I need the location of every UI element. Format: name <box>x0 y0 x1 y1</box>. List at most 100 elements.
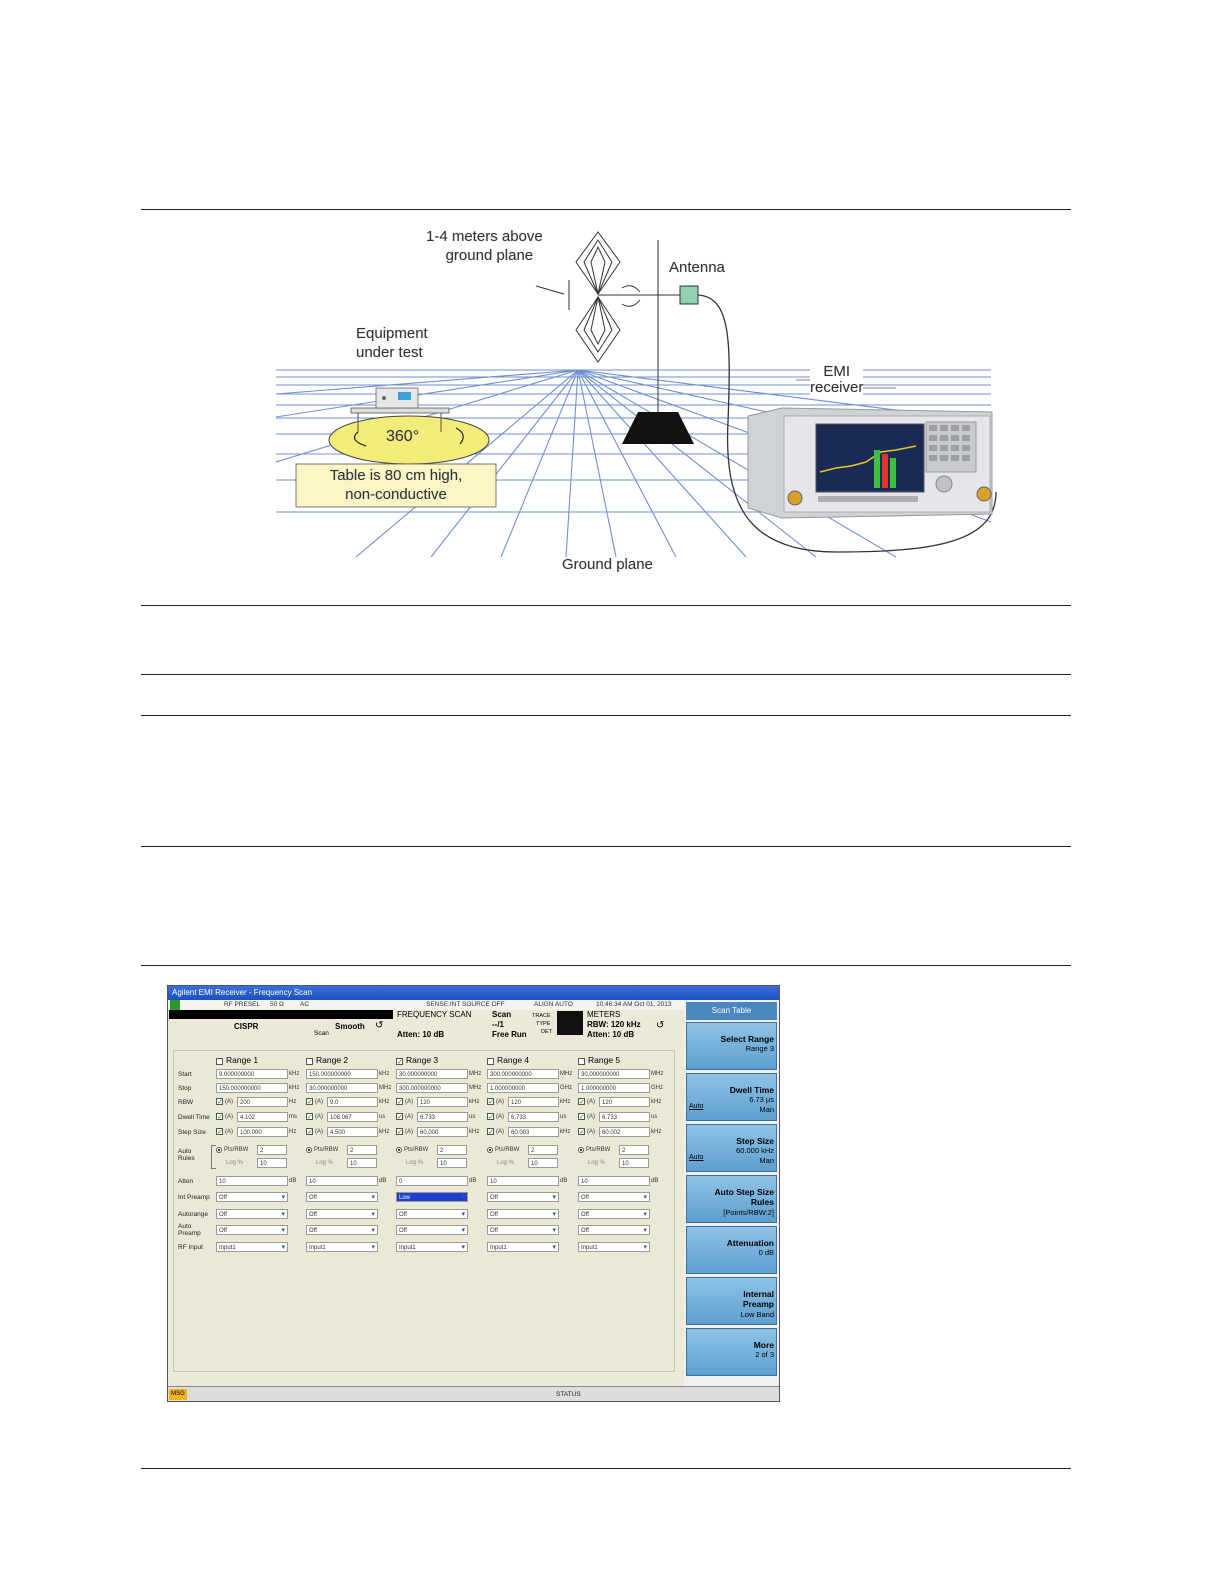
antenna-height-line2: ground plane <box>445 247 534 264</box>
range-3-dwell-unit: us <box>469 1114 476 1120</box>
range-3-step-auto-checkbox[interactable]: ✓ <box>396 1128 403 1136</box>
range-5-start[interactable]: 30.000000000 <box>578 1069 650 1079</box>
range-3-atten[interactable]: 0 <box>396 1176 468 1186</box>
range-4-start[interactable]: 300.000000000 <box>487 1069 559 1079</box>
range-3-stop[interactable]: 300.000000000 <box>396 1083 468 1093</box>
range-3-dwell[interactable]: 6.733 <box>417 1112 468 1122</box>
range-4-autorange[interactable]: Off <box>487 1209 559 1219</box>
range-2-step-auto-checkbox[interactable]: ✓ <box>306 1128 313 1136</box>
range-4-pts-radio[interactable] <box>487 1147 493 1153</box>
range-1-pts[interactable]: 2 <box>257 1145 287 1155</box>
range-2-int-preamp[interactable]: Off <box>306 1192 378 1202</box>
softkey-value-2: Man <box>759 1156 774 1165</box>
range-3-rf-input[interactable]: Input1 <box>396 1242 468 1252</box>
range-2-auto-preamp[interactable]: Off <box>306 1225 378 1235</box>
range-1-dwell[interactable]: 4.102 <box>237 1112 288 1122</box>
range-1-auto-preamp[interactable]: Off <box>216 1225 288 1235</box>
hdr-cycle-icon[interactable]: ↺ <box>375 1020 384 1031</box>
range-2-log[interactable]: 10 <box>347 1158 377 1168</box>
range-1-autorange[interactable]: Off <box>216 1209 288 1219</box>
range-5-log[interactable]: 10 <box>619 1158 649 1168</box>
range-2-autorange[interactable]: Off <box>306 1209 378 1219</box>
range-5-dwell-auto-checkbox[interactable]: ✓ <box>578 1113 585 1121</box>
range-4-checkbox[interactable] <box>487 1058 494 1065</box>
range-4-rf-input[interactable]: Input1 <box>487 1242 559 1252</box>
range-5-rbw[interactable]: 120 <box>599 1097 650 1107</box>
range-2-checkbox[interactable] <box>306 1058 313 1065</box>
range-5-rf-input[interactable]: Input1 <box>578 1242 650 1252</box>
range-1-pts-radio[interactable] <box>216 1147 222 1153</box>
range-2-dwell-auto-checkbox[interactable]: ✓ <box>306 1113 313 1121</box>
range-4-stop[interactable]: 1.000000000 <box>487 1083 559 1093</box>
range-1-step[interactable]: 100.000 <box>237 1127 288 1137</box>
range-2-start[interactable]: 150.000000000 <box>306 1069 378 1079</box>
range-4-rbw-auto-checkbox[interactable]: ✓ <box>487 1098 494 1106</box>
range-3-step[interactable]: 60.000 <box>417 1127 468 1137</box>
range-1-rf-input[interactable]: Input1 <box>216 1242 288 1252</box>
range-4-dwell-auto-checkbox[interactable]: ✓ <box>487 1113 494 1121</box>
range-1-start[interactable]: 9.000000000 <box>216 1069 288 1079</box>
range-5-dwell[interactable]: 6.733 <box>599 1112 650 1122</box>
range-5-pts-radio[interactable] <box>578 1147 584 1153</box>
range-3-int-preamp[interactable]: Low <box>396 1192 468 1202</box>
softkey-auto-option: Auto <box>689 1154 704 1161</box>
range-2-rbw[interactable]: 9.0 <box>327 1097 378 1107</box>
range-2-step[interactable]: 4.500 <box>327 1127 378 1137</box>
range-3-rbw[interactable]: 120 <box>417 1097 468 1107</box>
range-4-atten[interactable]: 10 <box>487 1176 559 1186</box>
range-4-pts[interactable]: 2 <box>528 1145 558 1155</box>
range-1-dwell-auto-checkbox[interactable]: ✓ <box>216 1113 223 1121</box>
range-1-step-auto-checkbox[interactable]: ✓ <box>216 1128 223 1136</box>
range-1-log[interactable]: 10 <box>257 1158 287 1168</box>
range-4-dwell[interactable]: 6.733 <box>508 1112 559 1122</box>
range-1-int-preamp[interactable]: Off <box>216 1192 288 1202</box>
range-3-pts[interactable]: 2 <box>437 1145 467 1155</box>
range-3-log[interactable]: 10 <box>437 1158 467 1168</box>
range-2-pts-radio[interactable] <box>306 1147 312 1153</box>
range-5-pts[interactable]: 2 <box>619 1145 649 1155</box>
range-5-stop[interactable]: 1.000000000 <box>578 1083 650 1093</box>
range-3-checkbox[interactable]: ✓ <box>396 1058 403 1066</box>
range-3-dwell-auto-checkbox[interactable]: ✓ <box>396 1113 403 1121</box>
range-1-checkbox[interactable] <box>216 1058 223 1065</box>
range-3-pts-radio[interactable] <box>396 1147 402 1153</box>
range-3-start[interactable]: 30.000000000 <box>396 1069 468 1079</box>
range-5-step[interactable]: 60.002 <box>599 1127 650 1137</box>
range-5-atten[interactable]: 10 <box>578 1176 650 1186</box>
range-2-pts[interactable]: 2 <box>347 1145 377 1155</box>
range-4-step-auto-checkbox[interactable]: ✓ <box>487 1128 494 1136</box>
range-2-atten[interactable]: 10 <box>306 1176 378 1186</box>
range-3-rbw-auto-checkbox[interactable]: ✓ <box>396 1098 403 1106</box>
range-5-int-preamp[interactable]: Off <box>578 1192 650 1202</box>
range-4-auto-preamp[interactable]: Off <box>487 1225 559 1235</box>
range-2-rf-input[interactable]: Input1 <box>306 1242 378 1252</box>
range-4-log[interactable]: 10 <box>528 1158 558 1168</box>
range-5-auto-preamp[interactable]: Off <box>578 1225 650 1235</box>
range-4-step[interactable]: 60.003 <box>508 1127 559 1137</box>
range-3-autorange[interactable]: Off <box>396 1209 468 1219</box>
range-5-log-label: Log % <box>588 1160 606 1166</box>
range-2-rbw-auto-checkbox[interactable]: ✓ <box>306 1098 313 1106</box>
range-4-int-preamp[interactable]: Off <box>487 1192 559 1202</box>
range-5-step-auto-checkbox[interactable]: ✓ <box>578 1128 585 1136</box>
range-1-stop[interactable]: 150.000000000 <box>216 1083 288 1093</box>
range-4-rbw[interactable]: 120 <box>508 1097 559 1107</box>
range-1-atten[interactable]: 10 <box>216 1176 288 1186</box>
msg-indicator[interactable]: MSG <box>169 1389 187 1400</box>
range-3-auto-preamp[interactable]: Off <box>396 1225 468 1235</box>
range-1-rbw-auto-checkbox[interactable]: ✓ <box>216 1098 223 1106</box>
range-1-rbw[interactable]: 200 <box>237 1097 288 1107</box>
hdr-cycle-icon-2[interactable]: ↺ <box>656 1020 665 1031</box>
range-2-dwell[interactable]: 108.067 <box>327 1112 378 1122</box>
range-5-autorange[interactable]: Off <box>578 1209 650 1219</box>
range-5-rbw-auto-checkbox[interactable]: ✓ <box>578 1098 585 1106</box>
range-2-stop[interactable]: 30.000000000 <box>306 1083 378 1093</box>
range-5-checkbox[interactable] <box>578 1058 585 1065</box>
